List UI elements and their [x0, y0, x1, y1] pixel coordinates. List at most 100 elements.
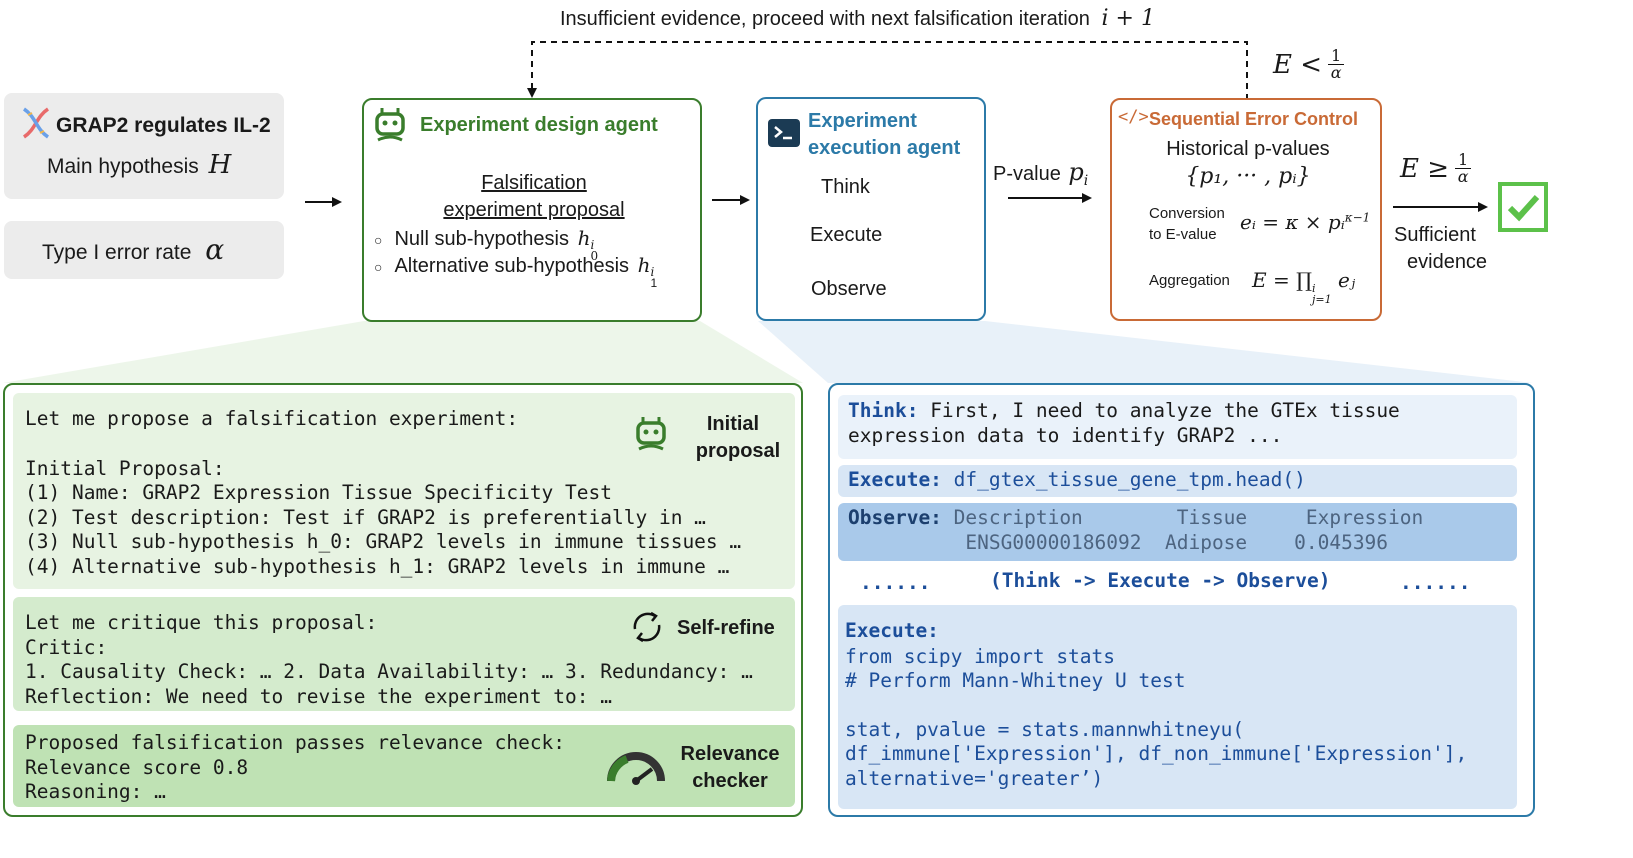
aggregation-expr: E = ∏	[1252, 268, 1312, 292]
code-line-4: df_immune['Expression'], df_non_immune['…	[845, 742, 1468, 765]
error-rate-symbol: α	[205, 233, 225, 266]
robot-icon	[636, 417, 666, 451]
design-agent-title: Experiment design agent	[420, 114, 658, 136]
think-line-1: Think: First, I need to analyze the GTEx…	[848, 399, 1400, 424]
e-less-num: 1	[1328, 48, 1345, 65]
loop-label: Insufficient evidence, proceed with next…	[560, 6, 1155, 31]
think-block: Think: First, I need to analyze the GTEx…	[838, 395, 1517, 459]
critique-line-1: Critic:	[25, 636, 108, 659]
design-agent-box: Experiment design agent Falsification ex…	[362, 98, 702, 322]
conversion-label-1: Conversion	[1149, 205, 1225, 222]
relevance-line-2: Reasoning: …	[25, 780, 166, 803]
robot-icon	[375, 108, 405, 142]
pvalue-symbol: p	[1068, 158, 1084, 186]
feedback-dashed-line	[527, 41, 1248, 100]
checkmark-icon	[1498, 182, 1548, 232]
relevance-line-0: Proposed falsification passes relevance …	[25, 731, 566, 754]
null-sub: 0	[590, 249, 599, 263]
code-line-5: alternative='greater’)	[845, 767, 1104, 790]
error-rate-row: Type I error rate α	[42, 233, 224, 266]
refresh-icon	[633, 611, 661, 643]
execute-label: Execute:	[848, 468, 942, 491]
proposal-line-0: Let me propose a falsification experimen…	[25, 407, 519, 430]
alt-label: Alternative sub-hypothesis	[394, 255, 630, 277]
code-tag-icon: </>	[1118, 107, 1149, 127]
conversion-label-2: to E-value	[1149, 226, 1217, 243]
e-less-than: E < 1 α	[1273, 48, 1345, 81]
proposal-line-5: (3) Null sub-hypothesis h_0: GRAP2 level…	[25, 530, 742, 553]
proposal-line-3: (1) Name: GRAP2 Expression Tissue Specif…	[25, 481, 612, 504]
loop-text: Insufficient evidence, proceed with next…	[560, 8, 1090, 30]
execution-detail-panel: Think: First, I need to analyze the GTEx…	[828, 383, 1535, 817]
conversion-exp: κ−1	[1344, 210, 1371, 225]
relevance-block: Proposed falsification passes relevance …	[13, 725, 795, 807]
observe-label: Observe:	[848, 506, 942, 529]
code-line-0: from scipy import stats	[845, 645, 1116, 668]
terminal-glyph-icon	[774, 126, 792, 140]
blue-fan	[758, 321, 1533, 383]
execute-code: df_gtex_tissue_gene_tpm.head()	[941, 468, 1306, 491]
loop-caption: (Think -> Execute -> Observe)	[990, 569, 1331, 592]
e-less-label: E <	[1273, 49, 1323, 80]
aggregation-tail: eⱼ	[1338, 268, 1356, 292]
execute-block: Execute: df_gtex_tissue_gene_tpm.head()	[838, 465, 1517, 497]
terminal-icon	[768, 119, 800, 147]
relevance-line-1: Relevance score 0.8	[25, 756, 249, 779]
critique-line-2: 1. Causality Check: … 2. Data Availabili…	[25, 660, 753, 683]
proposal-line-2: Initial Proposal:	[25, 457, 225, 480]
loop-math: i + 1	[1101, 6, 1155, 31]
historical-set: {p₁, ··· , pᵢ}	[1185, 164, 1311, 189]
pvalue-label: P-value	[993, 163, 1061, 185]
aggregation-lower: j=1	[1312, 293, 1332, 306]
conversion-formula: eᵢ = κ × pᵢκ−1	[1240, 210, 1370, 234]
error-rate-box: Type I error rate α	[4, 221, 284, 279]
critique-line-0: Let me critique this proposal:	[25, 611, 378, 634]
null-symbol: h	[577, 226, 591, 250]
pvalue-sub: i	[1083, 173, 1089, 189]
think-label: Think:	[848, 399, 919, 422]
e-geq-label: E ≥	[1400, 153, 1450, 184]
alt-sub: 1	[650, 276, 658, 290]
loop-dots-right: ......	[1400, 571, 1471, 594]
observe-step: Observe	[811, 278, 887, 300]
hypothesis-label-row: Main hypothesis H	[47, 150, 231, 180]
gauge-icon	[607, 752, 665, 785]
e-geq: E ≥ 1 α	[1400, 152, 1472, 185]
design-detail-panel: Let me propose a falsification experimen…	[3, 383, 803, 817]
code-line-3: stat, pvalue = stats.mannwhitneyu(	[845, 718, 1245, 741]
e-geq-num: 1	[1455, 152, 1472, 169]
execution-title-line2: execution agent	[808, 137, 961, 159]
observe-line-1: Observe: Description Tissue Expression	[848, 506, 1423, 531]
think-step: Think	[821, 176, 870, 198]
hypothesis-box: GRAP2 regulates IL-2 Main hypothesis H	[4, 93, 284, 199]
alt-symbol: h	[637, 253, 651, 277]
relevance-badge-2: checker	[692, 770, 768, 792]
code-line-1: # Perform Mann-Whitney U test	[845, 669, 1186, 692]
hypothesis-title: GRAP2 regulates IL-2	[56, 114, 271, 137]
code-block: Execute: from scipy import stats # Perfo…	[838, 605, 1517, 809]
green-fan	[3, 321, 803, 383]
self-refine-badge: Self-refine	[677, 617, 775, 639]
historical-label: Historical p-values	[1166, 138, 1330, 160]
execution-agent-box: Experiment execution agent Think Execute…	[756, 97, 986, 321]
relevance-badge-1: Relevance	[680, 743, 780, 765]
aggregation-upper: i	[1312, 282, 1316, 295]
pvalue-label-row: P-value pi	[993, 158, 1088, 189]
sufficient-line2: evidence	[1407, 251, 1488, 273]
dna-icon	[22, 107, 50, 139]
observe-row-1: Description Tissue Expression	[941, 506, 1424, 529]
alt-sup: i	[650, 265, 655, 279]
critique-line-3: Reflection: We need to revise the experi…	[25, 685, 612, 708]
proposal-line2: experiment proposal	[443, 199, 625, 221]
hypothesis-label: Main hypothesis	[47, 155, 199, 178]
observe-block: Observe: Description Tissue Expression E…	[838, 503, 1517, 561]
error-control-box: </> Sequential Error Control Historical …	[1110, 98, 1382, 321]
proposal-line-4: (2) Test description: Test if GRAP2 is p…	[25, 506, 706, 529]
proposal-line1: Falsification	[481, 172, 587, 194]
null-sup: i	[590, 238, 595, 252]
aggregation-label: Aggregation	[1149, 272, 1230, 289]
execute-step: Execute	[810, 224, 883, 246]
sufficient-line1: Sufficient	[1394, 224, 1476, 246]
